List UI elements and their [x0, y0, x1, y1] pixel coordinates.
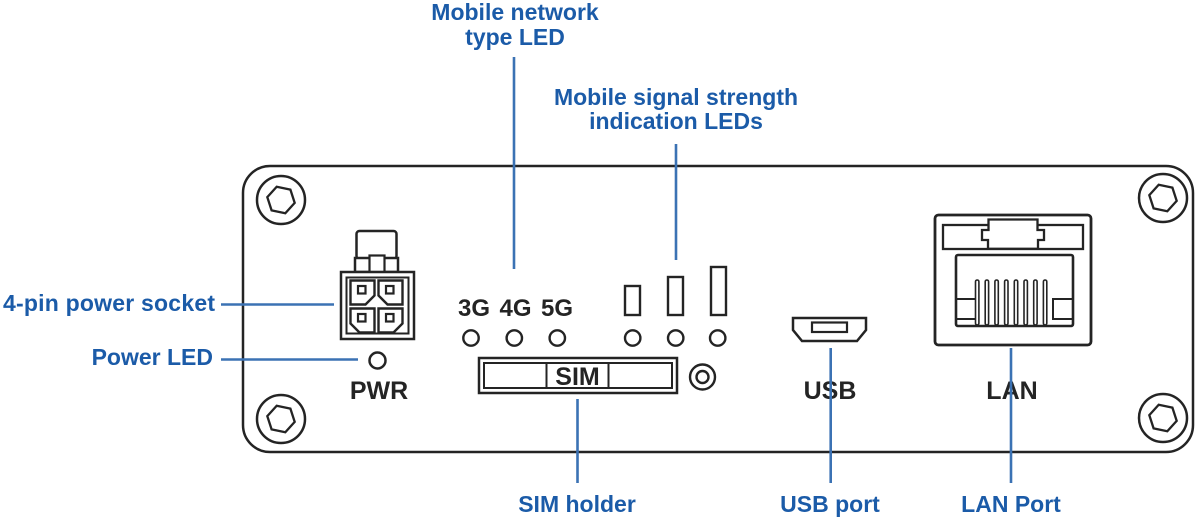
- signal-led-1: [623, 329, 642, 347]
- label-lan-port: LAN Port: [961, 491, 1061, 517]
- network-type-5g-label: 5G: [541, 295, 573, 322]
- label-mobile-network-line2: type LED: [465, 24, 565, 50]
- corner-screw-bottom-left: [255, 393, 307, 445]
- label-signal-strength-line2: indication LEDs: [589, 108, 763, 134]
- signal-strength-bars: [623, 265, 728, 317]
- network-type-4g-label: 4G: [499, 295, 531, 322]
- label-sim-holder: SIM holder: [518, 491, 636, 517]
- reset-button: [688, 363, 717, 391]
- signal-led-3: [708, 329, 727, 347]
- label-usb-port: USB port: [780, 491, 880, 517]
- lan-port: [933, 213, 1093, 347]
- label-mobile-network-line1: Mobile network: [431, 0, 599, 25]
- signal-bar-3: [709, 265, 728, 317]
- lan-pins: [974, 279, 1048, 326]
- network-type-led-3g: [462, 329, 480, 347]
- power-led: [368, 351, 387, 370]
- label-power-socket: 4-pin power socket: [3, 290, 215, 316]
- network-type-3g-label: 3G: [458, 295, 490, 322]
- signal-bar-1: [623, 284, 642, 317]
- label-signal-strength-line1: Mobile signal strength: [554, 84, 798, 110]
- corner-screw-top-left: [255, 174, 307, 226]
- sim-label: SIM: [555, 363, 599, 391]
- signal-bar-2: [666, 275, 685, 317]
- network-type-led-5g: [548, 329, 567, 347]
- pwr-label: PWR: [350, 377, 408, 405]
- network-type-led-4g: [505, 329, 524, 347]
- label-power-led: Power LED: [92, 344, 213, 370]
- corner-screw-bottom-right: [1137, 392, 1189, 444]
- corner-screw-top-right: [1137, 172, 1189, 224]
- power-socket-4pin: [339, 229, 416, 341]
- sim-holder: SIM: [477, 356, 679, 395]
- signal-led-2: [666, 329, 685, 347]
- usb-connector: [791, 316, 868, 343]
